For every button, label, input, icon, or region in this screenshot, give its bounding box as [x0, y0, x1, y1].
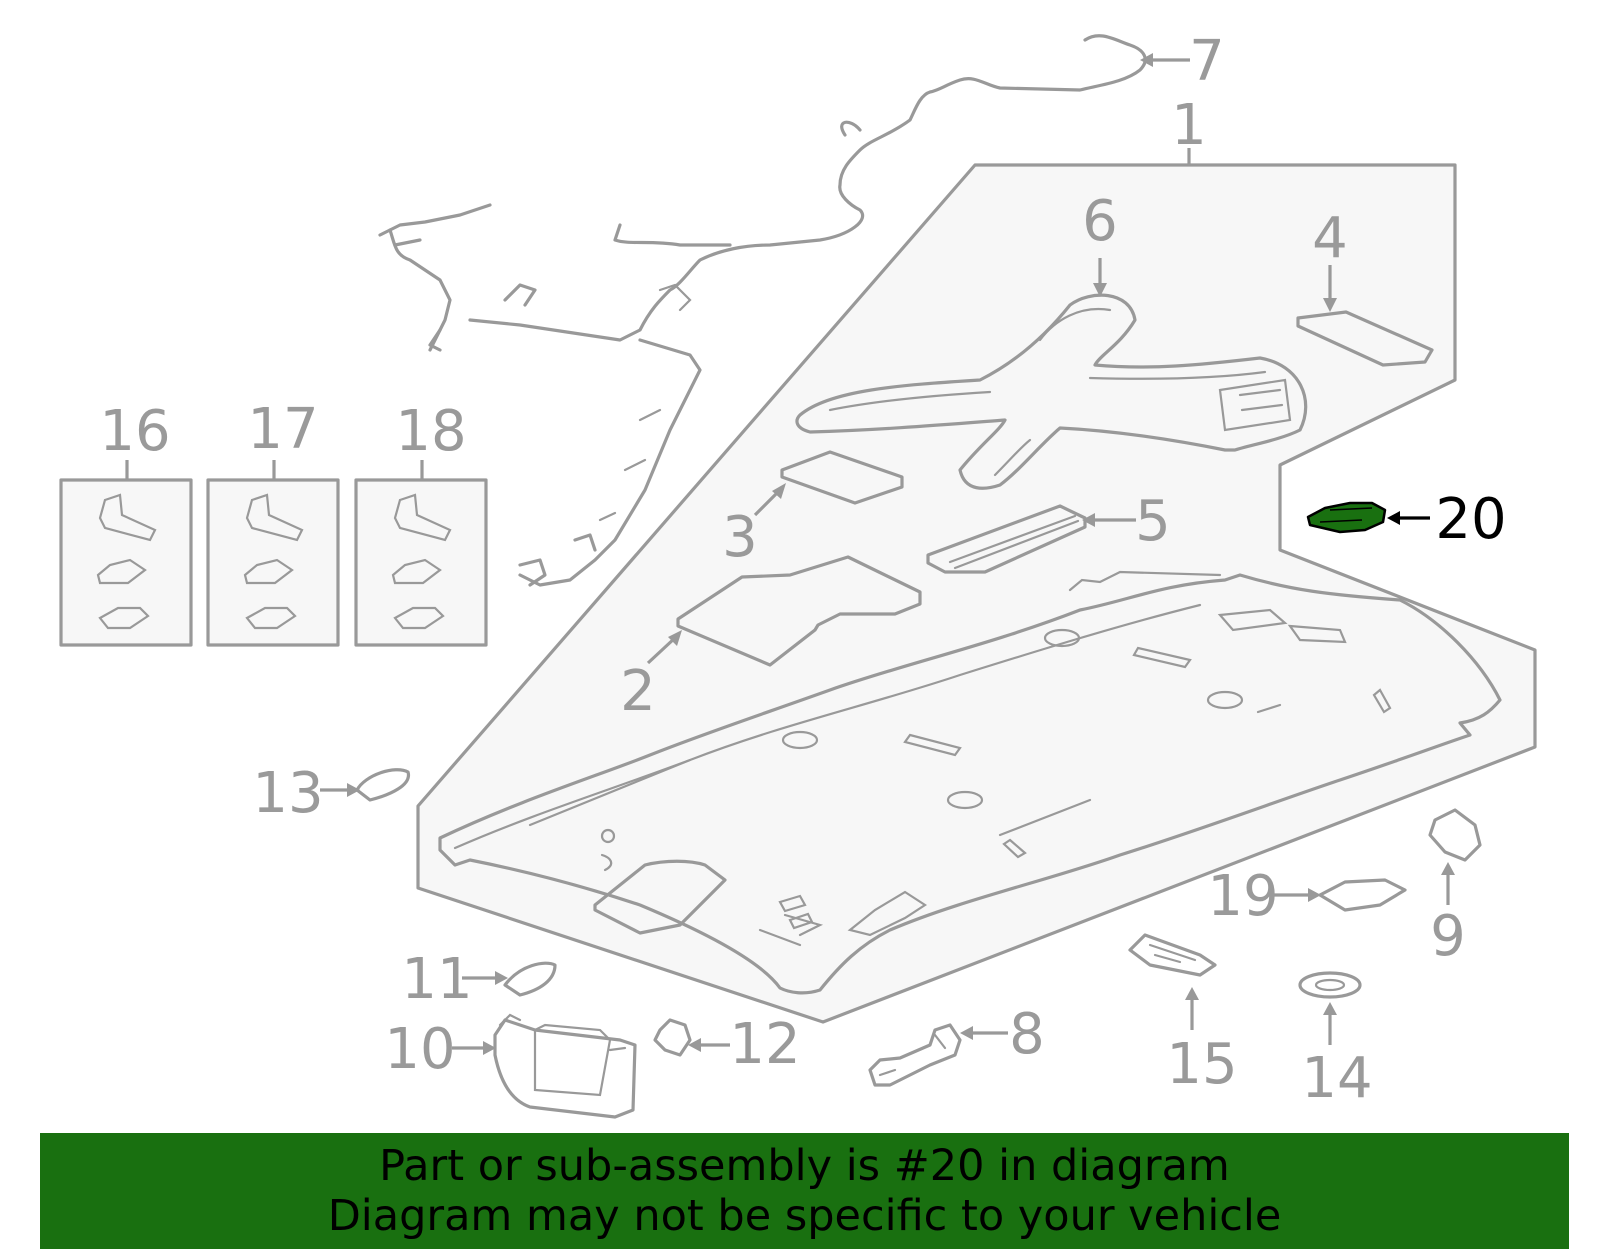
- part-8-grab-handle: [868, 1023, 962, 1087]
- part-11-clip: [503, 961, 557, 997]
- callout-13: 13: [252, 761, 323, 826]
- headliner-panel-outline: [416, 163, 1537, 1024]
- info-banner: Part or sub-assembly is #20 in diagram D…: [40, 1133, 1569, 1249]
- callout-3: 3: [722, 505, 758, 570]
- callout-12: 12: [729, 1012, 800, 1077]
- part-2-pad: [676, 555, 922, 667]
- callout-5: 5: [1135, 489, 1171, 554]
- part-7-wiring-harness: [378, 34, 1147, 587]
- callout-6: 6: [1082, 189, 1118, 254]
- callout-18: 18: [395, 399, 466, 464]
- part-10-sunvisor: [493, 1013, 637, 1119]
- callout-16: 16: [99, 399, 170, 464]
- part-15-lamp: [1128, 933, 1217, 977]
- callout-1: 1: [1171, 93, 1207, 158]
- callout-20: 20: [1435, 487, 1506, 552]
- part-6-roof-frame: [795, 293, 1308, 490]
- callout-11: 11: [401, 947, 472, 1012]
- callout-2: 2: [620, 659, 656, 724]
- callout-15: 15: [1166, 1032, 1237, 1097]
- part-18-box: [354, 478, 488, 647]
- part-16-box: [59, 478, 193, 647]
- part-12-retainer: [653, 1018, 692, 1057]
- callout-7: 7: [1189, 29, 1225, 94]
- part-17-box: [206, 478, 340, 647]
- part-4-pad: [1296, 310, 1434, 367]
- callout-4: 4: [1312, 206, 1348, 271]
- callout-14: 14: [1301, 1046, 1372, 1111]
- part-14-grommet: [1298, 971, 1362, 999]
- part-3-pad: [780, 450, 904, 505]
- callout-17: 17: [247, 397, 318, 462]
- callout-9: 9: [1430, 904, 1466, 969]
- callout-10: 10: [384, 1017, 455, 1082]
- banner-line-part-number: Part or sub-assembly is #20 in diagram: [379, 1141, 1230, 1191]
- headliner-body: [438, 570, 1502, 995]
- callout-8: 8: [1009, 1002, 1045, 1067]
- part-13-plug: [355, 768, 410, 802]
- callout-19: 19: [1207, 864, 1278, 929]
- part-9-clip: [1428, 808, 1482, 862]
- part-19-bracket: [1318, 878, 1407, 912]
- part-20-highlighted: [1306, 501, 1387, 534]
- leader-lines: [125, 53, 1455, 1055]
- banner-line-disclaimer: Diagram may not be specific to your vehi…: [327, 1191, 1282, 1241]
- part-5-strip: [926, 504, 1087, 574]
